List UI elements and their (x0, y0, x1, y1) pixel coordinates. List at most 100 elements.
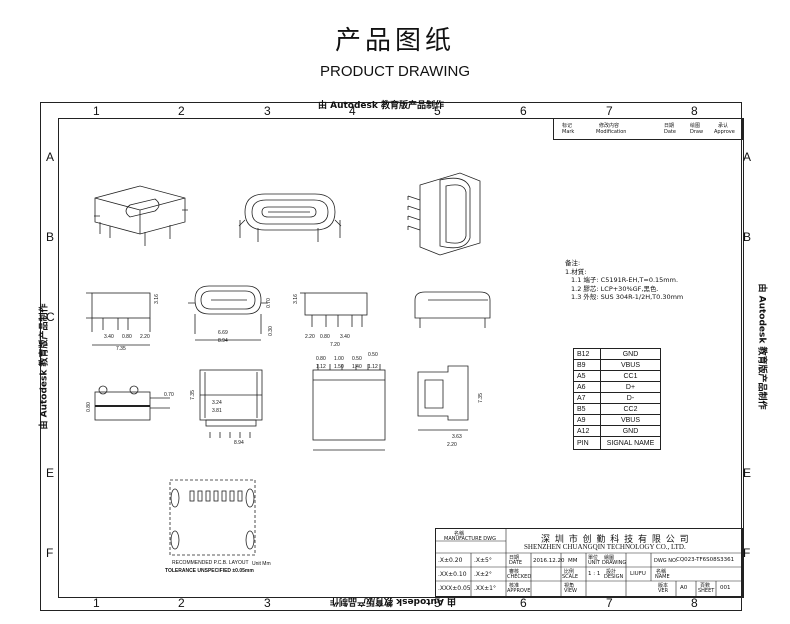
col-8-top: 8 (691, 104, 698, 118)
notes-line-3: 1.3 外殼: SUS 304R-1/2H,T0.30mm (571, 293, 684, 301)
company-cn: 深 圳 市 创 勤 科 技 有 限 公 司 (541, 535, 690, 545)
scale-en: SCALE (562, 574, 579, 580)
col-3-top: 3 (264, 104, 271, 118)
approve-label: 核准 (509, 583, 520, 589)
dim-front-1: 3.16 (153, 294, 160, 304)
pcb-tolerance: TOLERANCE UNSPECIFIED ±0.05mm (165, 568, 254, 574)
row-c-left: C (46, 310, 55, 324)
col-8-bottom: 8 (691, 596, 698, 610)
col-7-top: 7 (606, 104, 613, 118)
name-en: NAME (655, 574, 670, 580)
top-view (199, 369, 263, 438)
checked-en: CHECKED (507, 574, 532, 580)
dim-bottom-3: 2.20 (447, 442, 457, 448)
dwg-no-label: DWG NO. (654, 558, 678, 564)
dim-right-2: 0.80 (320, 334, 330, 340)
rev-approve-en: Approve (714, 129, 735, 135)
inner-frame (58, 118, 744, 598)
checked-label: 審核 (509, 569, 520, 575)
name-label: 名稱 (656, 569, 667, 575)
pcb-layout-label: RECOMMENDED P.C.B. LAYOUT (172, 560, 249, 566)
notes-sub: 1.材質: (565, 267, 587, 276)
manufacture-en: MANUFACTURE DWG (444, 536, 496, 542)
date-en: DATE (509, 560, 523, 566)
dim-pitch-5: 1.12 (316, 364, 326, 370)
unit-en: UNIT (588, 560, 600, 566)
iso-view-2 (238, 193, 342, 242)
dim-top-3: 3.24 (212, 400, 222, 406)
drawing-label: 繪圖 (604, 555, 615, 561)
view-en: VIEW (564, 588, 577, 594)
dim-front-3: 8.94 (218, 338, 228, 344)
rev-approve: 承认 (718, 123, 729, 129)
title-block-grid (436, 529, 742, 596)
dim-side-5: 3.16 (292, 294, 299, 304)
rev-mark-en: Mark (562, 129, 575, 135)
dim-side-4: 7.35 (116, 346, 126, 352)
tol-3: .XXX±0.05 (438, 585, 471, 592)
row-e-left: E (46, 466, 55, 480)
pcb-layout-view (169, 479, 256, 556)
dim-side-2: 3.40 (104, 334, 114, 340)
dim-right-3: 3.40 (340, 334, 350, 340)
tol-2: .XX±0.10 (438, 571, 467, 578)
row-f-left: F (46, 546, 54, 560)
scale-label: 比例 (564, 569, 575, 575)
ver-label: 版本 (658, 583, 669, 589)
notes-line-2: 1.2 膠芯: LCP+30%GF,黑色. (571, 284, 659, 293)
rev-content: 修改内容 (599, 123, 620, 129)
dim-top-2: 8.94 (234, 440, 244, 446)
date-value: 2016.12.20 (533, 558, 565, 564)
revision-block: 标记 Mark 修改内容 Modification 日期 Date 绘图 Dra… (553, 118, 743, 140)
unit-value: MM (568, 558, 578, 564)
date-label: 日期 (509, 555, 520, 561)
dim-front-4: 0.70 (265, 298, 272, 308)
drawing-en: DRAWING (602, 560, 627, 566)
manufacture-label: 名稱 (454, 531, 465, 537)
front-view (188, 285, 268, 341)
col-6-top: 6 (520, 104, 527, 118)
dim-pitch-7: 1.40 (352, 364, 362, 370)
row-a-right: A (743, 150, 752, 164)
col-2-bottom: 2 (178, 596, 185, 610)
col-1-top: 1 (93, 104, 100, 118)
dim-top-4: 3.81 (212, 408, 222, 414)
rev-drawn-en: Draw (690, 129, 704, 135)
dim-pitch-2: 1.00 (334, 356, 344, 362)
dwg-no-value: CQ023-TF6S08S3361 (676, 557, 735, 563)
material-notes: 备注: 1.材質: 1.1 端子: C5191R-EH,T=0.15mm. 1.… (565, 259, 683, 302)
dim-side-3: 0.80 (122, 334, 132, 340)
rev-drawn: 绘图 (690, 123, 701, 129)
sheet-label: 頁數 (700, 583, 711, 589)
dim-cut-2: 0.70 (164, 392, 174, 398)
title-cn: 产品图纸 (334, 26, 455, 56)
notes-line-1: 1.1 端子: C5191R-EH,T=0.15mm. (571, 276, 679, 284)
row-b-right: B (743, 230, 752, 244)
dim-side-1: 2.20 (140, 334, 150, 340)
title-block: 名稱 MANUFACTURE DWG 深 圳 市 创 勤 科 技 有 限 公 司… (435, 528, 743, 597)
left-cutaway (94, 385, 170, 421)
scale-value-2: 1 : 1 (588, 571, 601, 577)
view-label: 視角 (564, 583, 575, 589)
row-a-left: A (46, 150, 55, 164)
col-1-bottom: 1 (93, 596, 100, 610)
dim-top-1: 7.35 (189, 390, 196, 400)
dim-cut-1: 0.80 (85, 402, 92, 412)
company-en: SHENZHEN CHUANGQIN TECHNOLOGY CO., LTD. (524, 543, 686, 551)
rev-date: 日期 (664, 123, 675, 129)
rev-mark: 标记 (562, 123, 573, 129)
sheet-en: SHEET (698, 588, 715, 594)
row-b-left: B (46, 230, 55, 244)
dim-pitch-6: 1.50 (334, 364, 344, 370)
tol-1b: .X±5° (474, 557, 492, 564)
pcb-unit-note: Unit Mm (252, 561, 271, 567)
dim-right-1: 2.20 (305, 334, 315, 340)
title-en: PRODUCT DRAWING (320, 63, 470, 80)
dim-pitch-8: 1.12 (368, 364, 378, 370)
dim-bottom-2: 3.63 (452, 434, 462, 440)
row-e-right: E (743, 466, 752, 480)
signal-header: SIGNAL NAME (600, 436, 661, 450)
